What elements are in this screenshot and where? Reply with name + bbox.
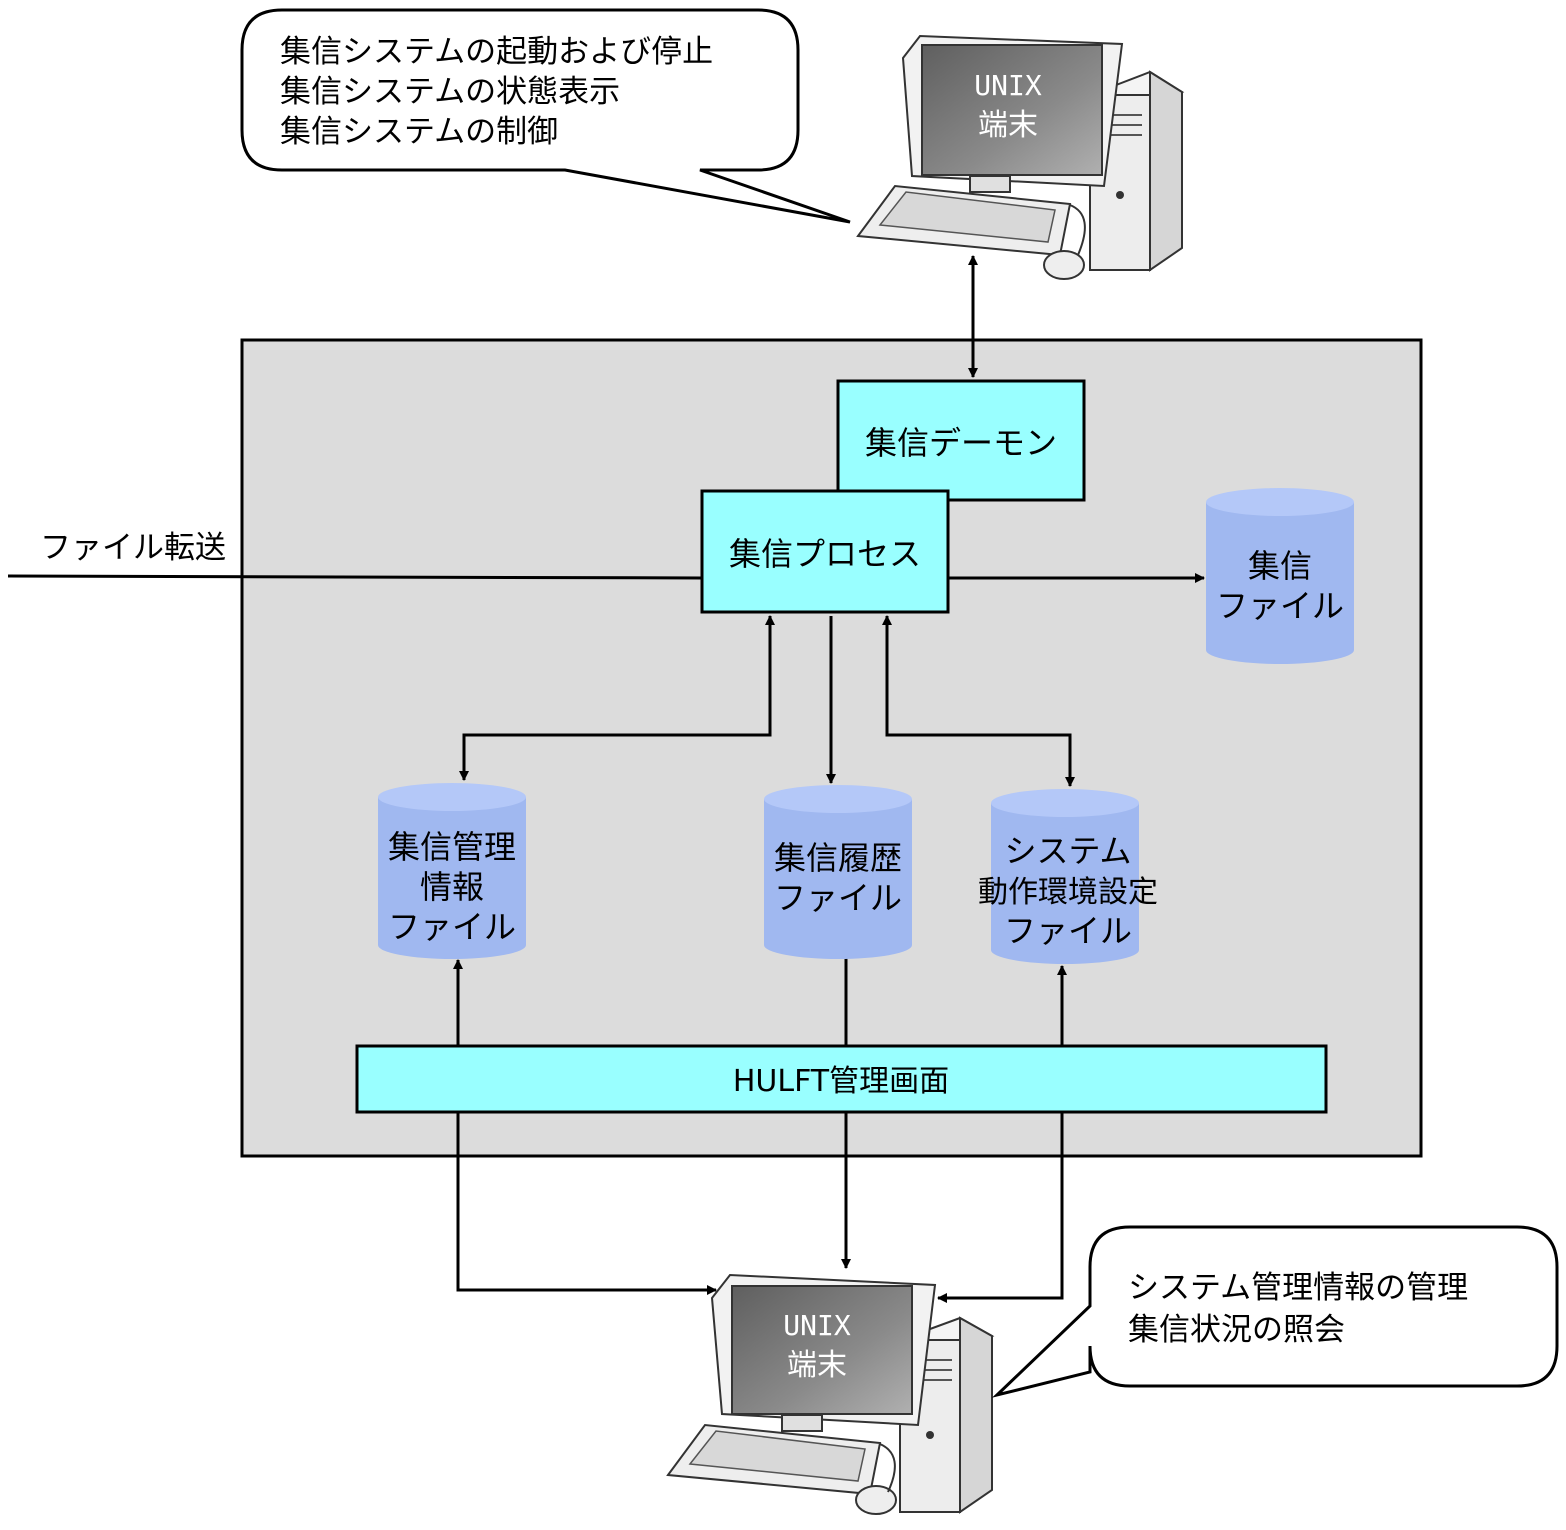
history-file-line-2: ファイル — [774, 879, 902, 917]
file-transfer-line — [7, 574, 703, 580]
process-sysenv-link — [882, 615, 1075, 787]
process-mgmt-link — [459, 615, 775, 781]
mgmt-info-file-cylinder: 集信管理 情報 ファイル — [378, 783, 526, 959]
sysenv-file-cylinder: システム 動作環境設定 ファイル — [978, 789, 1158, 964]
mgmt-file-line-1: 集信管理 — [388, 828, 516, 866]
mgmt-file-line-3: ファイル — [388, 908, 516, 946]
daemon-label: 集信デーモン — [865, 424, 1057, 462]
history-file-line-1: 集信履歴 — [774, 839, 902, 877]
hulft-to-terminal-left — [456, 1112, 717, 1295]
top-monitor-screen — [921, 44, 1103, 176]
bottom-computer-icon: UNIX 端末 — [666, 1273, 995, 1515]
mgmt-file-line-2: 情報 — [420, 868, 484, 906]
top-callout-line-2: 集信システムの状態表示 — [280, 74, 620, 110]
daemon-box: 集信デーモン — [836, 379, 1086, 502]
top-callout: 集信システムの起動および停止 集信システムの状態表示 集信システムの制御 — [240, 8, 851, 224]
process-label: 集信プロセス — [729, 535, 921, 573]
sysenv-file-line-3: ファイル — [1004, 912, 1132, 950]
top-terminal-label-1: UNIX — [974, 69, 1042, 102]
history-file-cylinder: 集信履歴 ファイル — [764, 785, 912, 959]
hulft-screen-label: HULFT管理画面 — [733, 1064, 949, 1099]
process-box: 集信プロセス — [700, 489, 950, 614]
bottom-callout-line-2: 集信状況の照会 — [1128, 1312, 1345, 1348]
top-computer-icon: UNIX 端末 — [856, 34, 1185, 280]
bottom-monitor-screen — [731, 1285, 913, 1415]
file-transfer-label: ファイル転送 — [40, 530, 226, 566]
receive-file-line-1: 集信 — [1248, 547, 1312, 585]
bottom-callout-line-1: システム管理情報の管理 — [1128, 1270, 1468, 1306]
sysenv-file-line-1: システム — [1004, 832, 1131, 870]
bottom-callout: システム管理情報の管理 集信状況の照会 — [991, 1225, 1559, 1398]
hulft-screen-box: HULFT管理画面 — [355, 1044, 1328, 1114]
top-callout-line-1: 集信システムの起動および停止 — [280, 34, 713, 70]
top-callout-line-3: 集信システムの制御 — [280, 114, 558, 150]
connectors — [7, 255, 1205, 1303]
bottom-terminal-label-1: UNIX — [783, 1309, 851, 1342]
bottom-terminal-label-2: 端末 — [787, 1348, 847, 1383]
sysenv-file-line-2: 動作環境設定 — [978, 875, 1158, 910]
hulft-to-terminal-right — [937, 1112, 1064, 1303]
receive-file-cylinder: 集信 ファイル — [1206, 488, 1354, 664]
receive-file-line-2: ファイル — [1216, 587, 1344, 625]
top-terminal-label-2: 端末 — [978, 108, 1038, 143]
